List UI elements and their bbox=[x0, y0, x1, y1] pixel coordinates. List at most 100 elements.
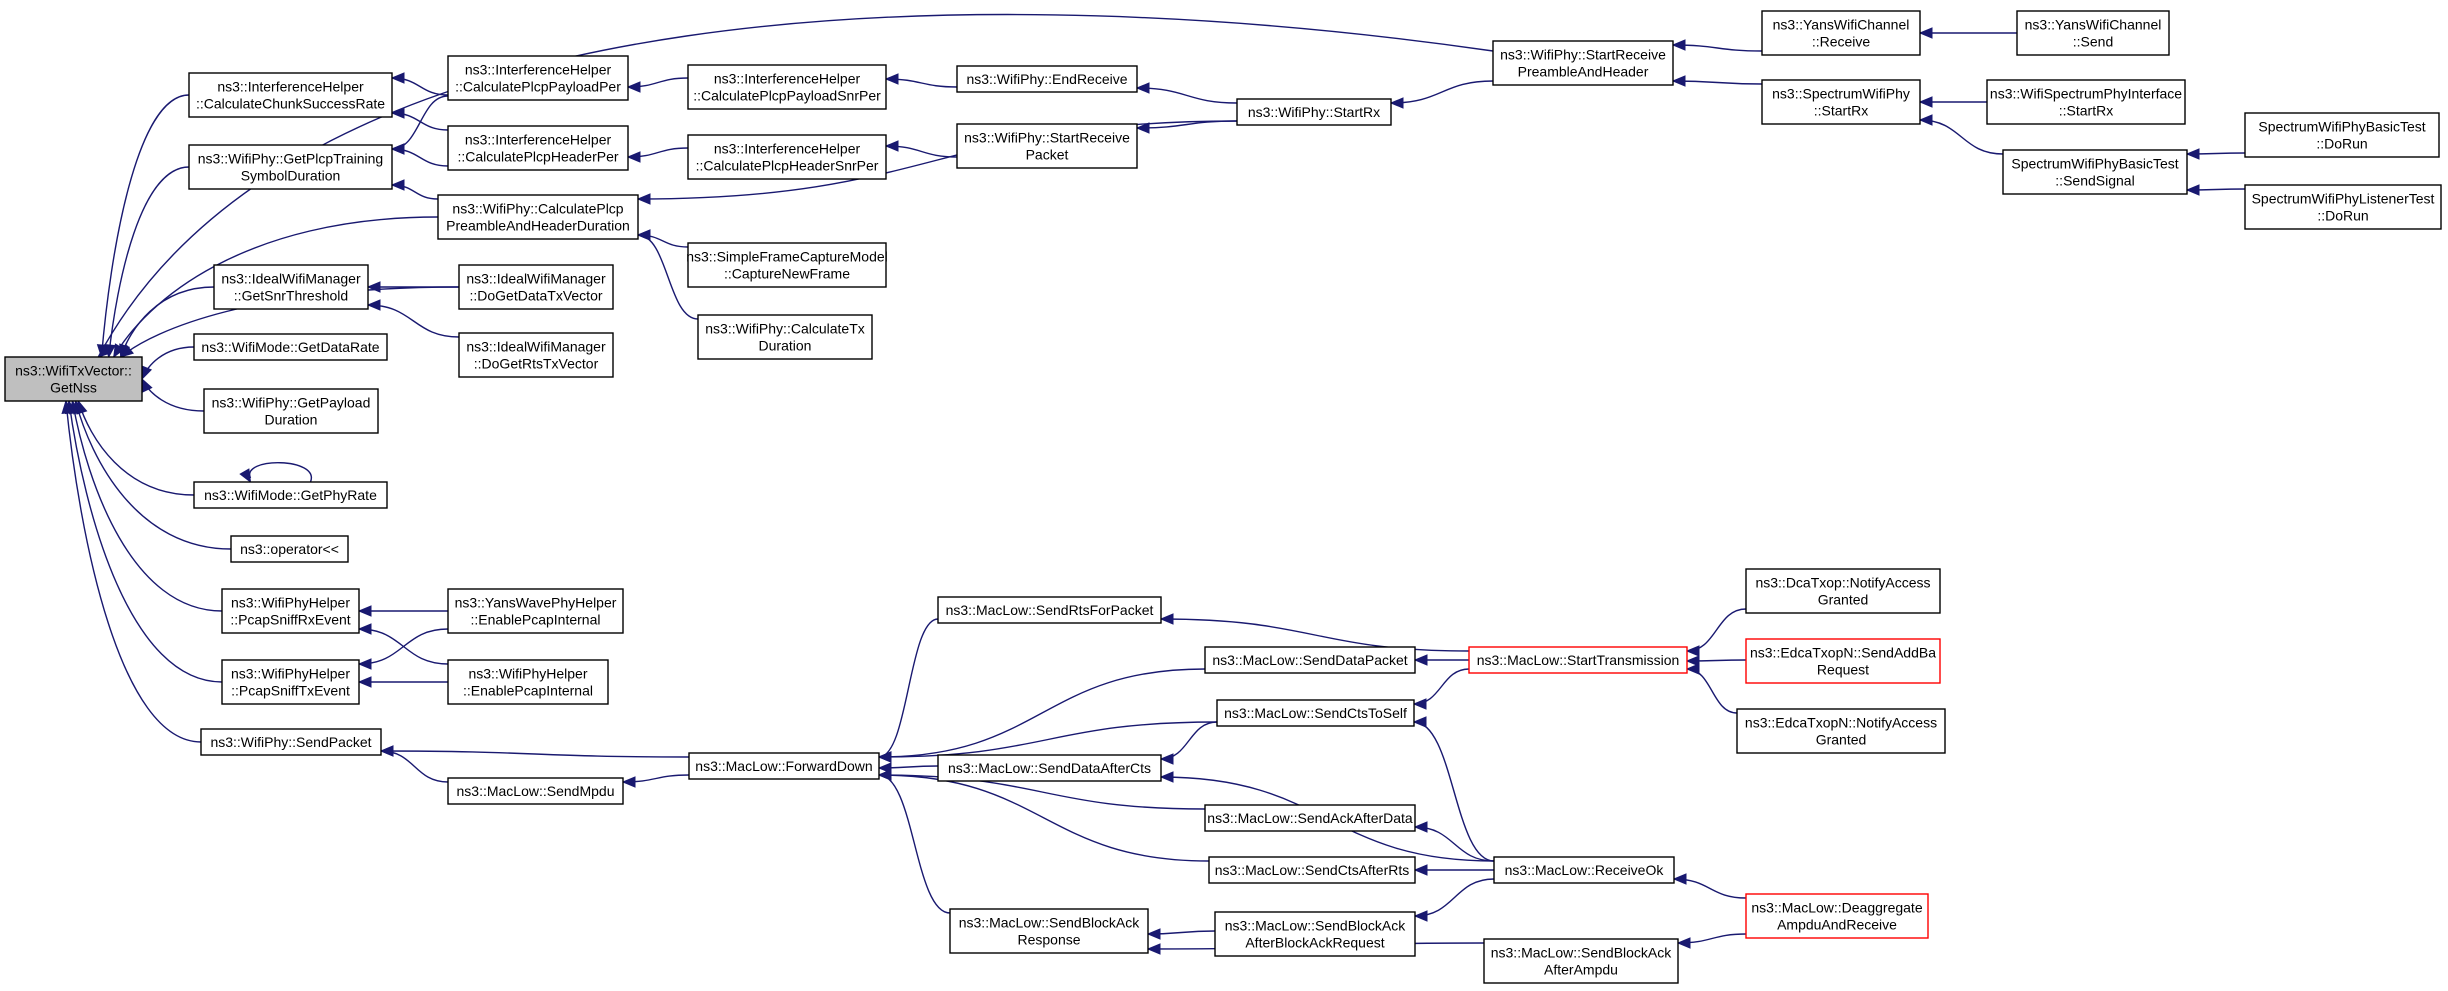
node-box bbox=[213, 264, 369, 310]
node-ywc-s[interactable]: ns3::YansWifiChannel::Send bbox=[2016, 10, 2170, 56]
node-swpbt-ss[interactable]: SpectrumWifiPhyBasicTest::SendSignal bbox=[2002, 149, 2188, 195]
node-box bbox=[447, 659, 609, 705]
edge-ml-rok-to-ml-scar bbox=[1413, 864, 1494, 876]
node-label: ns3::EdcaTxopN::SendAddBa bbox=[1750, 645, 1936, 661]
edge-arrowhead bbox=[626, 151, 641, 163]
node-ml-sbabar[interactable]: ns3::MacLow::SendBlockAckAfterBlockAckRe… bbox=[1214, 911, 1416, 957]
edge-arrowhead bbox=[877, 751, 892, 763]
node-iwm-drts[interactable]: ns3::IdealWifiManager::DoGetRtsTxVector bbox=[458, 332, 614, 378]
edge-line bbox=[1390, 80, 1494, 104]
edge-arrowhead bbox=[1413, 821, 1428, 833]
edge-arrowhead bbox=[366, 299, 381, 311]
node-ml-srfp[interactable]: ns3::MacLow::SendRtsForPacket bbox=[937, 596, 1162, 624]
edge-arrowhead bbox=[357, 658, 372, 670]
node-wp-sp[interactable]: ns3::WifiPhy::SendPacket bbox=[200, 728, 382, 756]
node-label: ns3::IdealWifiManager bbox=[466, 339, 606, 355]
node-ml-sdp[interactable]: ns3::MacLow::SendDataPacket bbox=[1204, 646, 1416, 674]
node-ih-ccsr[interactable]: ns3::InterferenceHelper::CalculateChunkS… bbox=[188, 72, 393, 118]
edge-ih-chp-to-ih-ccsr bbox=[390, 107, 449, 131]
node-label: ns3::YansWifiChannel bbox=[1773, 17, 1910, 33]
edge-arrowhead bbox=[390, 143, 405, 155]
node-wp-srx[interactable]: ns3::WifiPhy::StartRx bbox=[1236, 98, 1392, 126]
node-swpbt-dr[interactable]: SpectrumWifiPhyBasicTest::DoRun bbox=[2244, 112, 2440, 158]
edge-wp-srx-to-wp-er bbox=[1135, 82, 1238, 104]
node-label: ns3::WifiSpectrumPhyInterface bbox=[1990, 86, 2182, 102]
edge-line bbox=[878, 774, 1206, 810]
node-ywc-r[interactable]: ns3::YansWifiChannel::Receive bbox=[1761, 10, 1921, 56]
node-op[interactable]: ns3::operator<< bbox=[230, 535, 349, 563]
node-wp-er[interactable]: ns3::WifiPhy::EndReceive bbox=[956, 65, 1138, 93]
node-wph-rx[interactable]: ns3::WifiPhyHelper::PcapSniffRxEvent bbox=[221, 588, 360, 634]
node-wm-gpr[interactable]: ns3::WifiMode::GetPhyRate bbox=[193, 481, 388, 509]
node-ih-chps[interactable]: ns3::InterferenceHelper::CalculatePlcpHe… bbox=[687, 134, 887, 180]
node-ml-st[interactable]: ns3::MacLow::StartTransmission bbox=[1468, 646, 1688, 674]
edge-ml-sbar-to-ml-fd bbox=[877, 769, 951, 914]
node-ml-fd[interactable]: ns3::MacLow::ForwardDown bbox=[688, 752, 880, 780]
node-iwm-ddtx[interactable]: ns3::IdealWifiManager::DoGetDataTxVector bbox=[458, 264, 614, 310]
node-ml-scar[interactable]: ns3::MacLow::SendCtsAfterRts bbox=[1208, 856, 1416, 884]
node-label: ::EnablePcapInternal bbox=[463, 683, 593, 699]
node-box bbox=[1745, 568, 1941, 614]
node-box bbox=[687, 134, 887, 180]
node-ml-sdac[interactable]: ns3::MacLow::SendDataAfterCts bbox=[937, 754, 1162, 782]
node-sfcm[interactable]: ns3::SimpleFrameCaptureModel::CaptureNew… bbox=[686, 242, 888, 288]
node-box bbox=[1204, 804, 1416, 832]
node-wp-cpph[interactable]: ns3::WifiPhy::CalculatePlcpPreambleAndHe… bbox=[437, 194, 639, 240]
node-label: ns3::WifiPhy::EndReceive bbox=[966, 71, 1127, 87]
edge-line bbox=[77, 400, 195, 496]
edge-arrowhead bbox=[1159, 613, 1174, 625]
node-label: ::CalculatePlcpHeaderSnrPer bbox=[696, 158, 879, 174]
edge-line bbox=[108, 166, 190, 358]
edge-wm-gpr-to-root bbox=[76, 399, 195, 496]
node-label: ns3::WifiPhyHelper bbox=[468, 666, 587, 682]
edge-line bbox=[1686, 668, 1738, 714]
node-ih-chp[interactable]: ns3::InterferenceHelper::CalculatePlcpHe… bbox=[447, 125, 629, 171]
edge-ih-chp-to-wp-gpts bbox=[390, 143, 449, 167]
edge-line bbox=[71, 400, 223, 612]
node-ml-smpdu[interactable]: ns3::MacLow::SendMpdu bbox=[447, 777, 624, 805]
node-wp-gpts[interactable]: ns3::WifiPhy::GetPlcpTrainingSymbolDurat… bbox=[188, 144, 393, 190]
edge-arrowhead bbox=[2185, 184, 2200, 196]
node-wph-tx[interactable]: ns3::WifiPhyHelper::PcapSniffTxEvent bbox=[221, 659, 360, 705]
edge-swplt-dr-to-swpbt-ss bbox=[2185, 184, 2246, 196]
node-ih-cpp[interactable]: ns3::InterferenceHelper::CalculatePlcpPa… bbox=[447, 55, 629, 101]
node-ml-scts[interactable]: ns3::MacLow::SendCtsToSelf bbox=[1216, 699, 1415, 727]
node-wm-gdr[interactable]: ns3::WifiMode::GetDataRate bbox=[193, 333, 388, 361]
node-ih-cpps[interactable]: ns3::InterferenceHelper::CalculatePlcpPa… bbox=[687, 64, 887, 110]
node-label: ns3::WifiPhy::GetPayload bbox=[212, 395, 371, 411]
edge-line bbox=[878, 774, 951, 914]
edge-arrowhead bbox=[1135, 82, 1150, 94]
node-ml-rok[interactable]: ns3::MacLow::ReceiveOk bbox=[1493, 856, 1675, 884]
node-swplt-dr[interactable]: SpectrumWifiPhyListenerTest::DoRun bbox=[2244, 184, 2442, 230]
node-ywph[interactable]: ns3::YansWavePhyHelper::EnablePcapIntern… bbox=[447, 588, 624, 634]
node-wph-epi[interactable]: ns3::WifiPhyHelper::EnablePcapInternal bbox=[447, 659, 609, 705]
edge-wp-er-to-ih-cpps bbox=[884, 73, 958, 88]
node-label: ns3::MacLow::SendBlockAck bbox=[1491, 945, 1673, 961]
edge-arrowhead bbox=[621, 776, 636, 788]
node-label: ns3::MacLow::StartTransmission bbox=[1477, 652, 1680, 668]
edge-arrowhead bbox=[636, 229, 651, 241]
node-box bbox=[1483, 938, 1679, 984]
node-swp-srx[interactable]: ns3::SpectrumWifiPhy::StartRx bbox=[1761, 79, 1921, 125]
node-wspi-srx[interactable]: ns3::WifiSpectrumPhyInterface::StartRx bbox=[1986, 79, 2186, 125]
node-wp-srph[interactable]: ns3::WifiPhy::StartReceivePreambleAndHea… bbox=[1492, 40, 1674, 86]
edge-wspi-srx-to-swp-srx bbox=[1918, 96, 1987, 108]
node-label: Packet bbox=[1026, 147, 1069, 163]
node-ml-saad[interactable]: ns3::MacLow::SendAckAfterData bbox=[1204, 804, 1416, 832]
node-iwm-gst[interactable]: ns3::IdealWifiManager::GetSnrThreshold bbox=[213, 264, 369, 310]
node-label: ns3::SpectrumWifiPhy bbox=[1772, 86, 1910, 102]
edge-wm-gpr-to-wm-gpr bbox=[239, 462, 312, 484]
node-root[interactable]: ns3::WifiTxVector::GetNss bbox=[4, 356, 143, 402]
edge-line bbox=[878, 618, 939, 758]
edge-line bbox=[380, 750, 690, 758]
edge-iwm-drts-to-iwm-gst bbox=[366, 299, 460, 338]
